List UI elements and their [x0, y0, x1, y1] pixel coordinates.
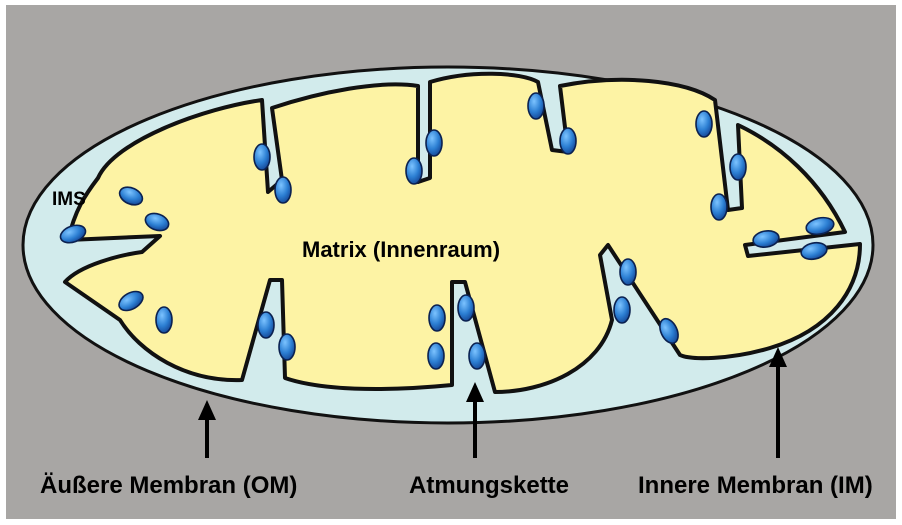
inner-membrane-label: Innere Membran (IM)	[638, 472, 873, 499]
protein-left-5	[156, 307, 172, 333]
protein-crista7-bottom-b	[279, 334, 295, 360]
matrix-label: Matrix (Innenraum)	[302, 237, 500, 262]
protein-crista5-bottom-b	[614, 297, 630, 323]
protein-crista2-top-b	[426, 130, 442, 156]
protein-crista3-top-a	[528, 93, 544, 119]
protein-crista4-top-a	[696, 111, 712, 137]
protein-crista5-bottom-a	[620, 259, 636, 285]
ims-label: IMS	[52, 189, 86, 210]
protein-crista1-top-b	[275, 177, 291, 203]
respiratory-chain-label: Atmungskette	[409, 472, 569, 499]
protein-crista6-bottom-d	[469, 343, 485, 369]
outer-membrane-label: Äußere Membran (OM)	[40, 472, 297, 499]
protein-crista7-bottom-a	[258, 312, 274, 338]
protein-crista1-top-a	[254, 144, 270, 170]
protein-crista3-top-b	[560, 128, 576, 154]
protein-crista2-top-a	[406, 158, 422, 184]
protein-crista4-top-c	[711, 194, 727, 220]
protein-crista6-bottom-a	[429, 305, 445, 331]
protein-crista6-bottom-c	[458, 295, 474, 321]
protein-crista6-bottom-b	[428, 343, 444, 369]
protein-crista4-top-b	[730, 154, 746, 180]
